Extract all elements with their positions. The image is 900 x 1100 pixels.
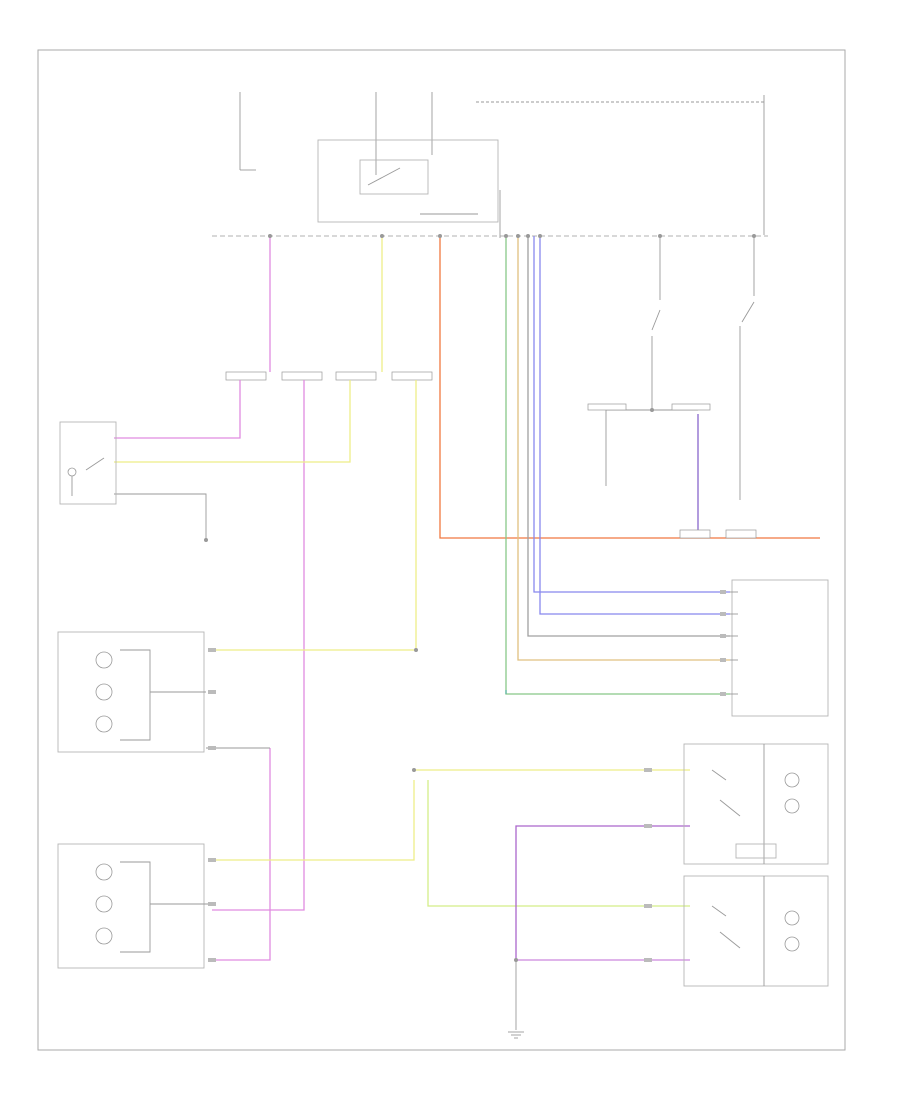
- wire-blue-2: [533, 236, 730, 593]
- diagram-frame: [37, 49, 846, 1051]
- lamp-assembly-left-1: [57, 631, 270, 753]
- relay-box: [317, 139, 499, 223]
- pin-ticks: [208, 590, 726, 962]
- left-connectors: [225, 371, 433, 381]
- wire-tan-1: [517, 236, 730, 661]
- wire-pink-3: [212, 380, 305, 911]
- relay-inner: [359, 159, 429, 195]
- wire-gray-1: [527, 236, 730, 637]
- fuse-panel-section: [212, 92, 768, 238]
- wire-yellow-5: [212, 780, 415, 861]
- lamp-assembly-left-2: [57, 843, 212, 969]
- wire-yellow-3: [212, 380, 417, 651]
- wire-orange-1: [439, 236, 820, 539]
- lamp-assembly-right-1: [683, 743, 829, 865]
- right-switch-module: [730, 579, 829, 717]
- switch-circuit-right: [587, 236, 757, 539]
- wire-blue-1: [539, 236, 730, 615]
- lamp-assembly-right-2: [683, 875, 829, 987]
- wire-pink-4: [212, 748, 271, 961]
- left-relay-module: [59, 421, 117, 505]
- wire-black-ground-left: [114, 493, 207, 540]
- wire-yellowgreen-1: [427, 780, 690, 907]
- wire-pink-2: [114, 380, 241, 439]
- ground-symbol-bottom: [508, 1031, 524, 1039]
- wire-purple-2: [515, 825, 690, 960]
- wire-yellow-2: [114, 380, 351, 463]
- splice-dots: [204, 234, 756, 962]
